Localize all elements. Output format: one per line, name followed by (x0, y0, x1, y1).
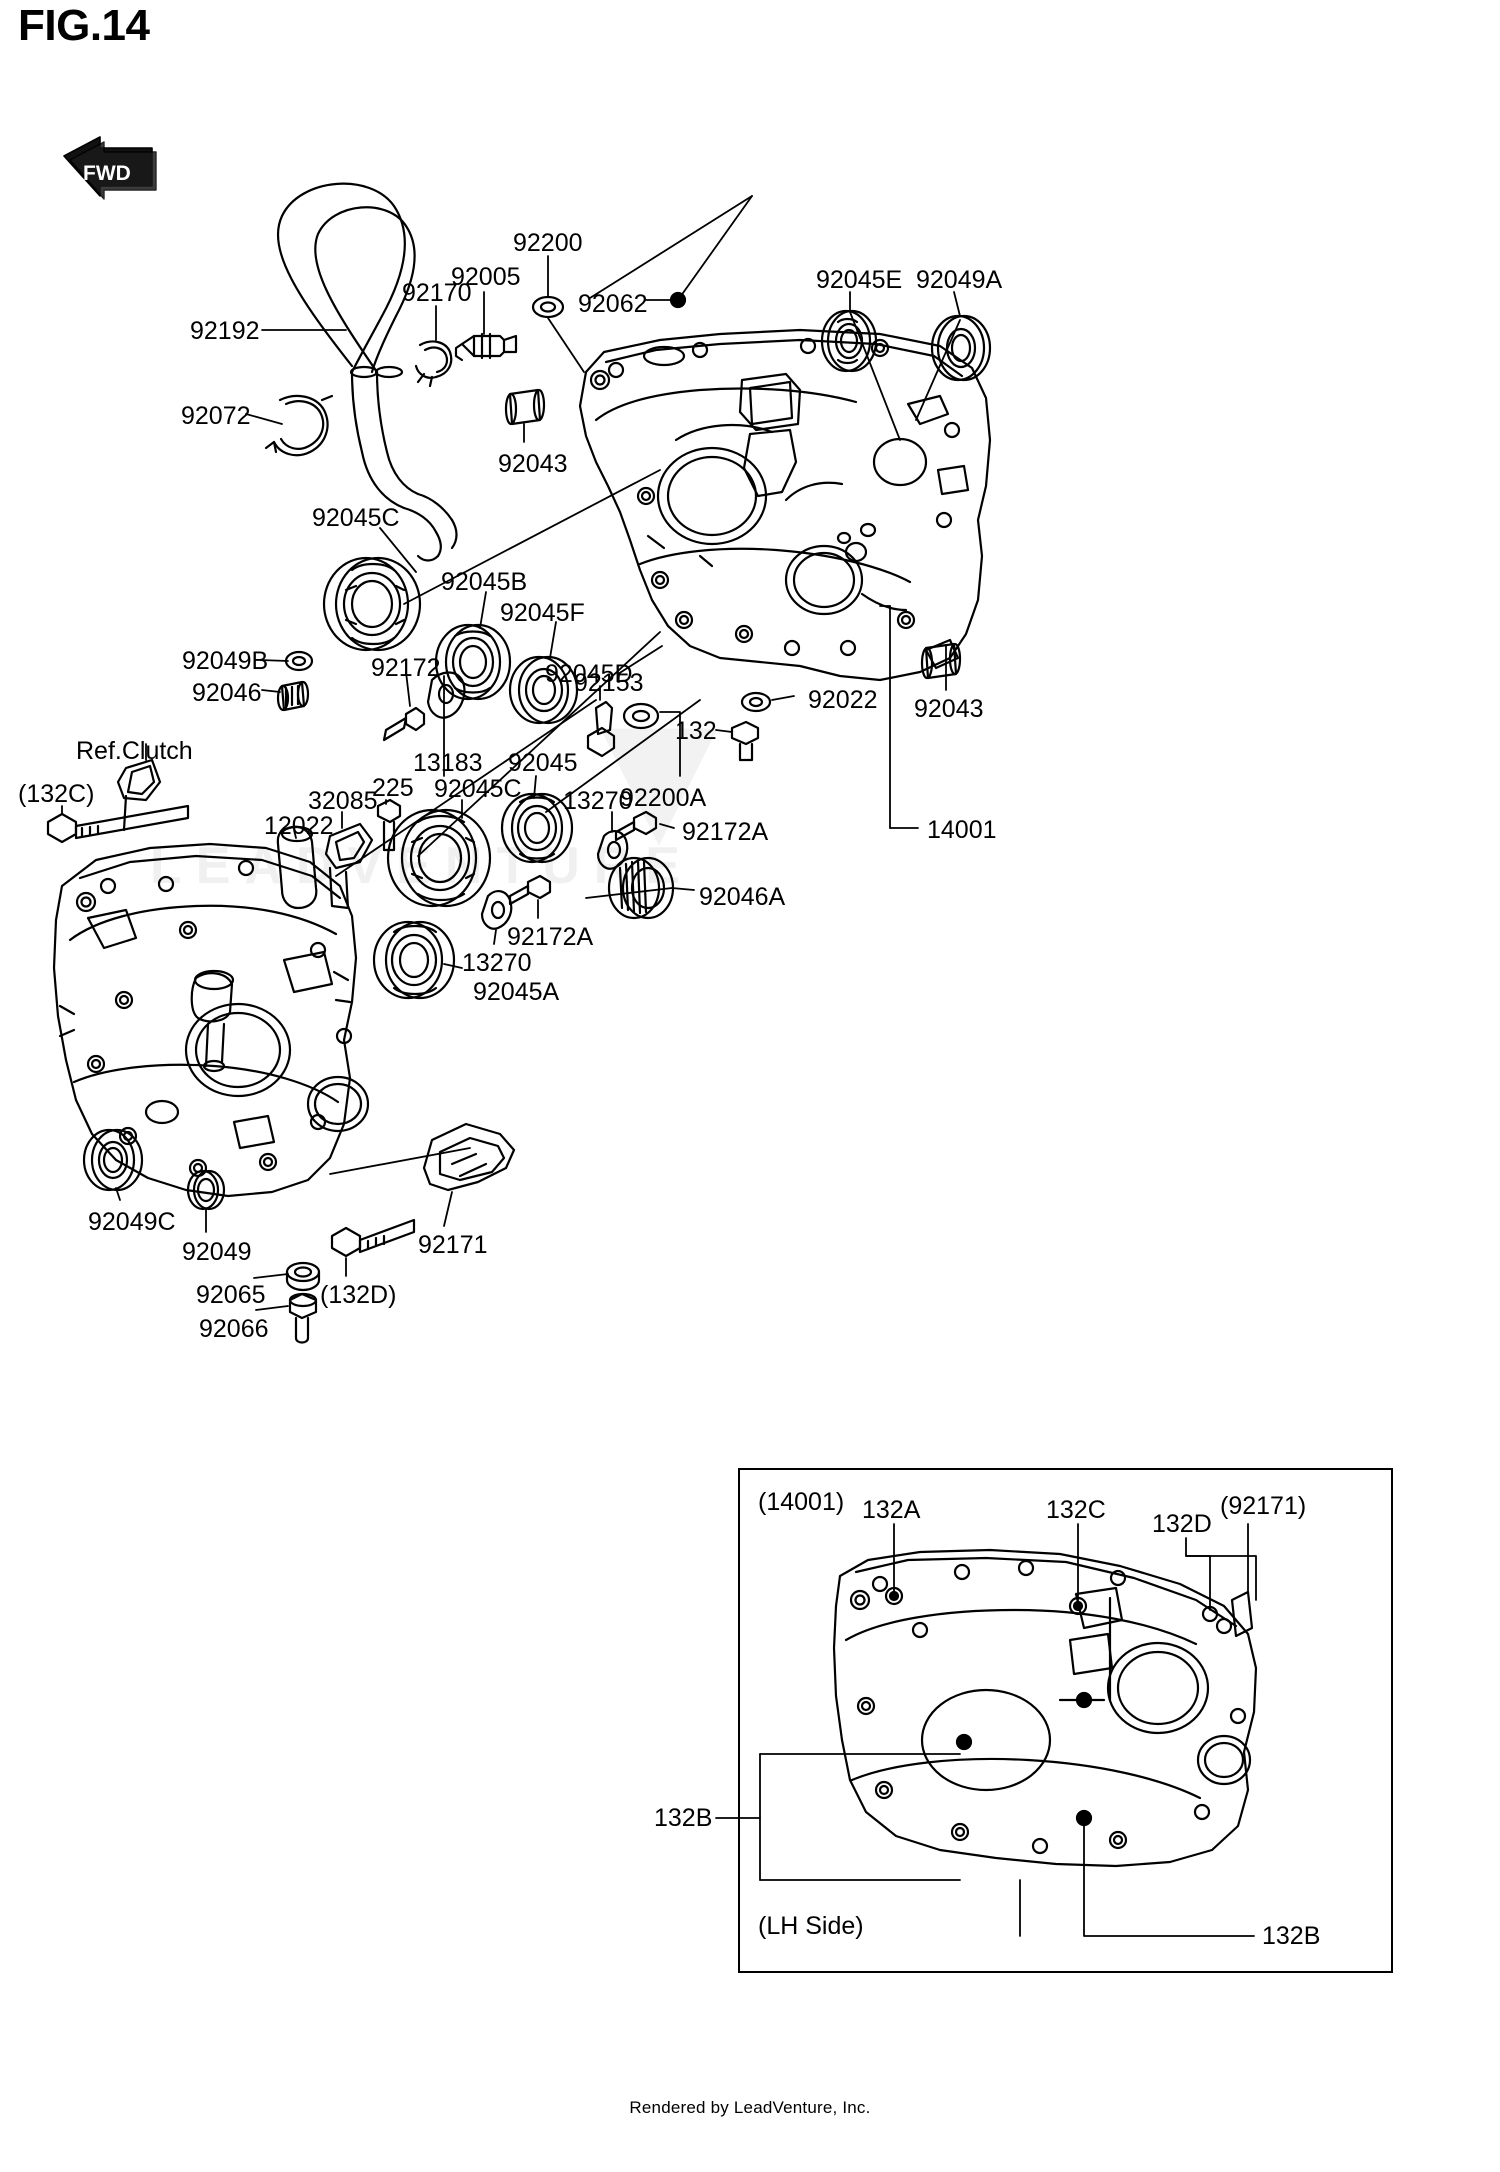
inset-label-132C: 132C (1046, 1496, 1106, 1524)
callout-92049A: 92049A (916, 266, 1003, 294)
part-ref-clutch-bracket (116, 758, 162, 832)
part-92192-hose (277, 182, 458, 562)
callout-92200A: 92200A (620, 784, 707, 812)
part-92065-gasket (285, 1261, 321, 1292)
part-14001-crankcase-lh (52, 842, 370, 1198)
callout-92172: 92172 (371, 654, 441, 682)
callout-92022: 92022 (808, 686, 878, 714)
part-92043-dowel-right (920, 642, 962, 680)
callout-14001: 14001 (927, 816, 997, 844)
part-92049B-oilseal (284, 650, 314, 672)
part-92171-clamp (422, 1122, 516, 1192)
callout-92045C-lower: 92045C (434, 775, 522, 803)
svg-text:FWD: FWD (83, 162, 131, 185)
part-132-bolt (730, 720, 760, 762)
part-92049-oilseal (186, 1169, 226, 1211)
part-92045C-bearing-lower (386, 808, 492, 908)
callout-32085: 32085 (308, 787, 378, 815)
callout-92171: 92171 (418, 1231, 488, 1259)
callout-12022: 12022 (264, 812, 334, 840)
inset-leader-lines (715, 1523, 1257, 1937)
part-92200A-washer (622, 702, 660, 730)
part-92072-clamp (264, 394, 334, 457)
callout-92045B: 92045B (441, 568, 528, 596)
page-footer: Rendered by LeadVenture, Inc. (629, 2098, 871, 2117)
callout-225: 225 (372, 774, 414, 802)
part-92045B-bearing (434, 623, 512, 701)
part-14001-crankcase-rh (578, 328, 992, 682)
callout-92192: 92192 (190, 317, 260, 345)
callout-92045F: 92045F (500, 599, 585, 627)
part-92045A-bearing (372, 920, 456, 1000)
part-92045C-bearing-upper (322, 556, 422, 652)
callout-92045: 92045 (508, 749, 578, 777)
callout-92045D: 92045D (545, 660, 633, 688)
inset-label-92171: (92171) (1220, 1492, 1307, 1520)
fwd-arrow-icon: FWD (63, 136, 157, 200)
part-12022-shaft (276, 825, 318, 910)
part-92049C-oilseal (82, 1128, 144, 1192)
part-132D-bolt (330, 1218, 416, 1258)
inset-label-132A: 132A (862, 1496, 921, 1524)
inset-label-132B-bottom: 132B (1262, 1922, 1321, 1950)
callout-92062: 92062 (578, 290, 648, 318)
part-92049A-oilseal (930, 314, 992, 382)
callout-13270-upper: 13270 (563, 787, 633, 815)
callout-92049B: 92049B (182, 647, 269, 675)
inset-side-note: (LH Side) (758, 1912, 864, 1940)
part-92170-clamp (414, 340, 453, 388)
leader-lines (61, 195, 961, 1311)
callout-92049: 92049 (182, 1238, 252, 1266)
part-92066-plug (288, 1292, 318, 1344)
part-92045-bearing (500, 792, 574, 864)
part-92200-washer (531, 295, 565, 319)
callout-92049C: 92049C (88, 1208, 176, 1236)
callout-92170: 92170 (402, 279, 472, 307)
callout-92153: 92153 (574, 669, 644, 697)
callout-132C: (132C) (18, 780, 95, 808)
callout-92005: 92005 (451, 263, 521, 291)
callout-92043: 92043 (498, 450, 568, 478)
callout-92172A-lower: 92172A (507, 923, 594, 951)
part-13183-plate (426, 671, 466, 719)
part-92045F-bearing (508, 655, 579, 725)
callout-92065: 92065 (196, 1281, 266, 1309)
callout-132D: (132D) (320, 1281, 397, 1309)
part-92043-dowel-left (504, 388, 546, 426)
callout-92066: 92066 (199, 1315, 269, 1343)
callout-92072: 92072 (181, 402, 251, 430)
part-13270-plate-lower (480, 890, 513, 930)
part-92046A-bearing (607, 856, 675, 920)
part-132C-bolt (46, 804, 190, 844)
inset-crankcase-drawing (832, 1548, 1258, 1868)
part-92172A-bolt-lower (508, 874, 552, 906)
part-32085-stopper (324, 822, 374, 910)
part-92172-bolt (382, 706, 426, 742)
part-225-screw (376, 798, 402, 852)
callout-13270-lower: 13270 (462, 949, 532, 977)
callout-132: 132 (675, 717, 717, 745)
callout-13183: 13183 (413, 749, 483, 777)
part-92153-bolt (586, 700, 616, 758)
callout-92200: 92200 (513, 229, 583, 257)
callout-92045A: 92045A (473, 978, 560, 1006)
part-92046-bearing (276, 680, 310, 712)
figure-title: FIG.14 (18, 1, 150, 50)
part-92022-washer (740, 691, 772, 713)
callout-92045E: 92045E (816, 266, 903, 294)
callout-92045C-upper: 92045C (312, 504, 400, 532)
inset-label-132D: 132D (1152, 1510, 1212, 1538)
callout-92046A: 92046A (699, 883, 786, 911)
callout-ref-clutch: Ref.Clutch (76, 737, 193, 765)
callout-92043-right: 92043 (914, 695, 984, 723)
callout-92172A-upper: 92172A (682, 818, 769, 846)
callout-92046: 92046 (192, 679, 262, 707)
part-92005-fitting (454, 332, 518, 362)
part-92172A-bolt-upper (614, 810, 658, 842)
inset-assembly-ref: (14001) (758, 1488, 845, 1516)
inset-label-132B-left: 132B (654, 1804, 713, 1832)
inset-panel (738, 1468, 1393, 1973)
